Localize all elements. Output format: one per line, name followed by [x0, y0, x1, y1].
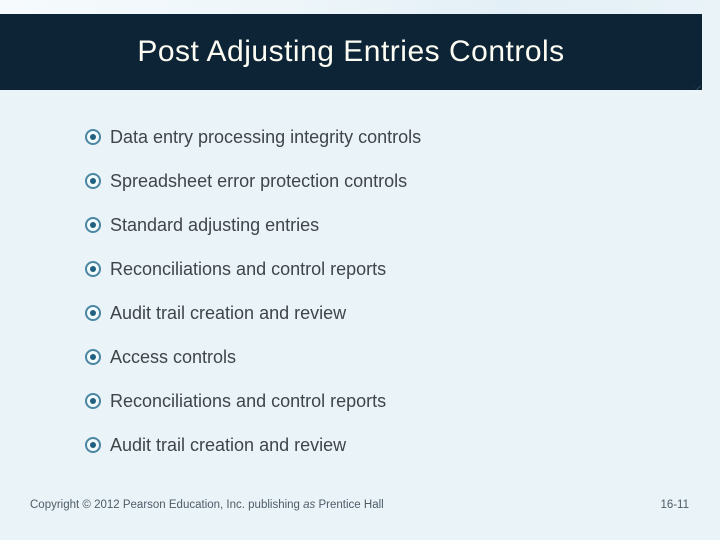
list-item: Reconciliations and control reports	[85, 379, 645, 423]
band-corner-hatch	[694, 86, 710, 96]
target-bullet-icon	[85, 349, 101, 365]
bullet-dot	[90, 398, 96, 404]
target-bullet-icon	[85, 173, 101, 189]
page-number: 16-11	[660, 499, 689, 511]
copyright-part1: Copyright © 2012 Pearson Education, Inc.…	[30, 499, 304, 511]
bullet-label: Data entry processing integrity controls	[110, 126, 422, 147]
list-item: Standard adjusting entries	[85, 203, 645, 247]
bullet-label: Reconciliations and control reports	[110, 390, 387, 411]
target-bullet-icon	[85, 261, 101, 277]
bullet-label: Access controls	[110, 346, 237, 367]
list-item: Audit trail creation and review	[85, 291, 645, 335]
bullet-dot	[90, 442, 96, 448]
target-bullet-icon	[85, 129, 101, 145]
target-bullet-icon	[85, 305, 101, 321]
bullet-label: Audit trail creation and review	[110, 302, 347, 323]
copyright-text: Copyright © 2012 Pearson Education, Inc.…	[30, 499, 384, 511]
target-bullet-icon	[85, 217, 101, 233]
bullet-dot	[90, 134, 96, 140]
list-item: Reconciliations and control reports	[85, 247, 645, 291]
bullet-label: Spreadsheet error protection controls	[110, 170, 408, 191]
bullet-list: Data entry processing integrity controls…	[85, 115, 645, 467]
bullet-dot	[90, 222, 96, 228]
title-band: Post Adjusting Entries Controls	[0, 14, 702, 90]
bullet-label: Audit trail creation and review	[110, 434, 347, 455]
slide-title: Post Adjusting Entries Controls	[137, 35, 565, 68]
bullet-dot	[90, 266, 96, 272]
copyright-part2: Prentice Hall	[315, 499, 384, 511]
bullet-label: Standard adjusting entries	[110, 214, 320, 235]
bullet-dot	[90, 354, 96, 360]
list-item: Audit trail creation and review	[85, 423, 645, 467]
list-item: Spreadsheet error protection controls	[85, 159, 645, 203]
list-item: Data entry processing integrity controls	[85, 115, 645, 159]
target-bullet-icon	[85, 437, 101, 453]
bullet-label: Reconciliations and control reports	[110, 258, 387, 279]
bullet-dot	[90, 310, 96, 316]
top-strip	[0, 0, 720, 14]
bullet-dot	[90, 178, 96, 184]
target-bullet-icon	[85, 393, 101, 409]
list-item: Access controls	[85, 335, 645, 379]
copyright-as: as	[303, 499, 316, 511]
